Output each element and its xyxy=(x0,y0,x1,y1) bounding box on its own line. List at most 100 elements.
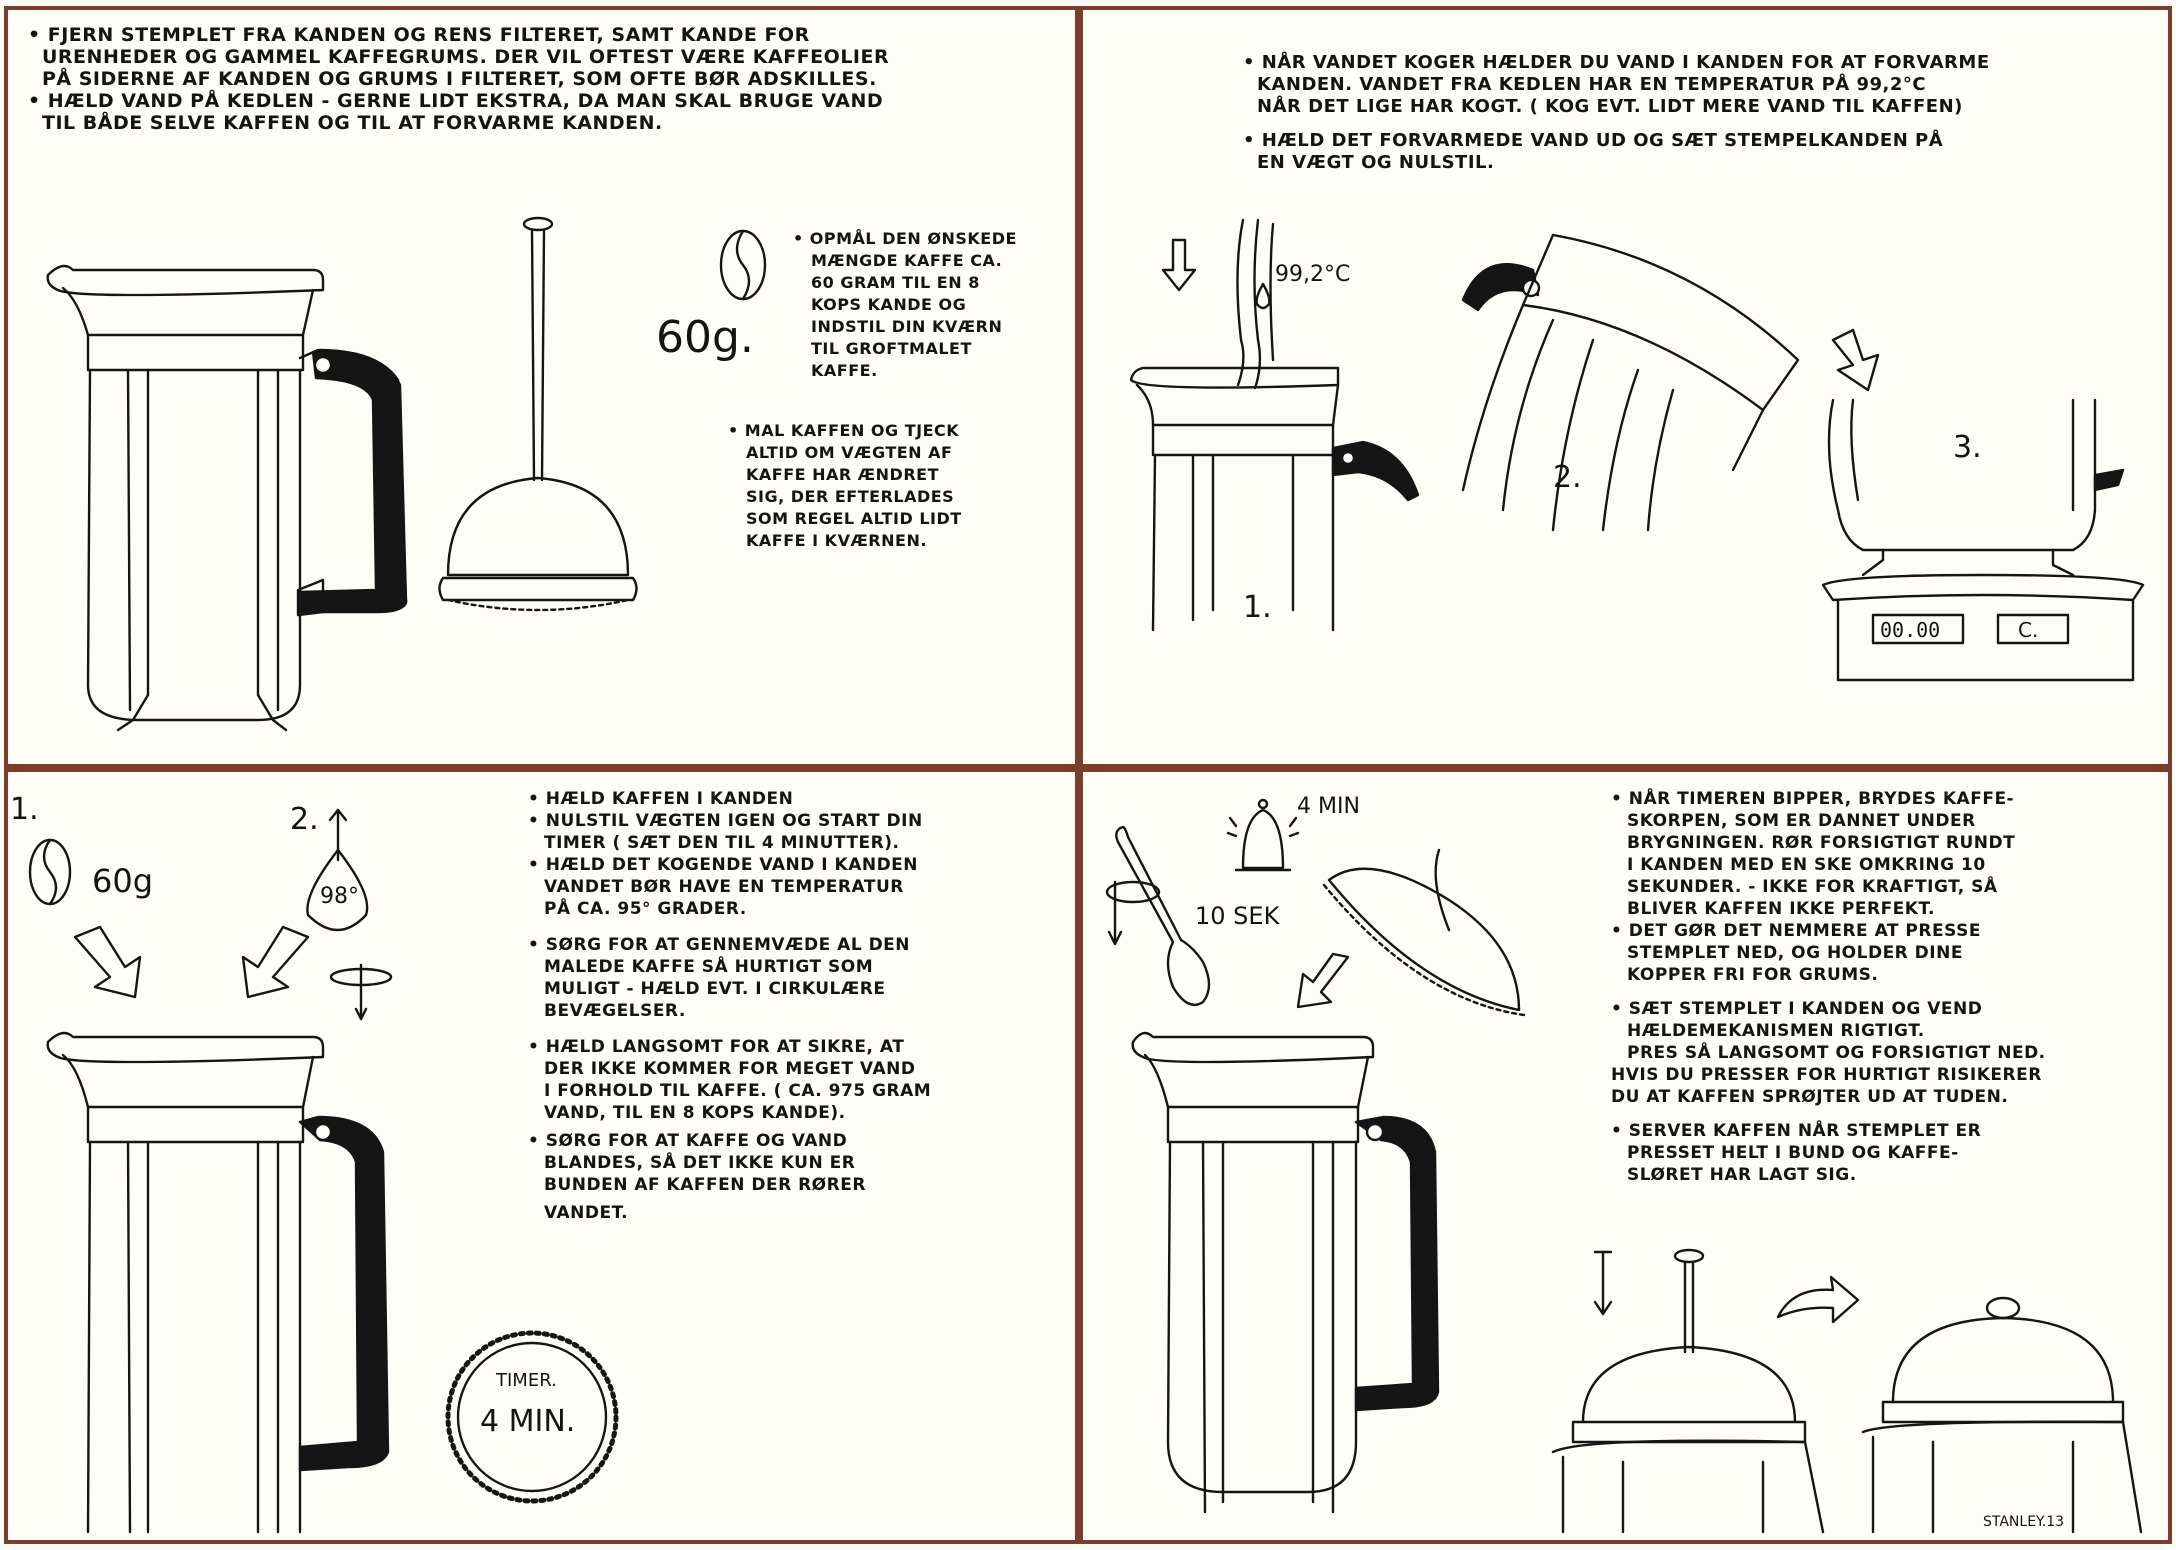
down-arrow-icon xyxy=(73,925,142,999)
circular-motion-icon xyxy=(329,963,393,1021)
text-line xyxy=(1611,986,2046,998)
timer-badge-icon xyxy=(445,1330,619,1504)
text-line: BUNDEN AF KAFFEN DER RØRER xyxy=(544,1175,866,1195)
coffee-bean-icon xyxy=(28,838,72,906)
border-bottom xyxy=(4,1540,2172,1544)
pouring-jug-illustration xyxy=(1461,233,1800,532)
text-line: • DET GØR DET NEMMERE AT PRESSE xyxy=(1611,921,1981,941)
down-arrow-icon xyxy=(241,925,310,999)
text-line: • NÅR VANDET KOGER HÆLDER DU VAND I KAND… xyxy=(1243,52,1990,73)
text-line: SLØRET HAR LAGT SIG. xyxy=(1627,1165,1857,1185)
scale-display-value: 00.00 xyxy=(1880,618,1941,642)
bell-duration: 4 MIN xyxy=(1297,794,1360,819)
panel-1-preparation: • FJERN STEMPLET FRA KANDEN OG RENS FILT… xyxy=(8,10,1075,764)
text-line: KAFFE HAR ÆNDRET xyxy=(746,465,939,484)
text-line: ALTID OM VÆGTEN AF xyxy=(746,443,953,462)
artist-signature: STANLEY.13 xyxy=(1983,1514,2065,1530)
text-line: PÅ SIDERNE AF KANDEN OG GRUMS I FILTERET… xyxy=(42,68,877,90)
text-line: PRESSET HELT I BUND OG KAFFE- xyxy=(1627,1143,1959,1163)
border-left xyxy=(4,6,8,1544)
preheat-jug-illustration xyxy=(1129,218,1420,632)
step-2-label: 2. xyxy=(1553,460,1582,495)
water-drop-icon xyxy=(1255,282,1271,310)
pressing-plunger-illustration xyxy=(1551,1248,1825,1534)
text-line: PÅ CA. 95° GRADER. xyxy=(544,899,747,919)
text-line: KOPPER FRI FOR GRUMS. xyxy=(1627,965,1879,985)
plunger-lid-illustration xyxy=(1322,848,1526,1017)
panel-4-press: 4 MIN 10 SEK xyxy=(1083,772,2168,1540)
stir-duration: 10 SEK xyxy=(1195,902,1280,930)
text-line: SOM REGEL ALTID LIDT xyxy=(746,509,962,528)
boiling-temperature: 99,2°C xyxy=(1275,262,1351,287)
border-top xyxy=(4,6,2172,10)
text-line: URENHEDER OG GAMMEL KAFFEGRUMS. DER VIL … xyxy=(42,46,890,68)
text-line: • NULSTIL VÆGTEN IGEN OG START DIN xyxy=(528,811,923,831)
measure-instructions: • OPMÅL DEN ØNSKEDE MÆNGDE KAFFE CA. 60 … xyxy=(793,228,1017,382)
panel-2-instructions: • NÅR VANDET KOGER HÆLDER DU VAND I KAND… xyxy=(1243,52,1990,174)
text-line: SKORPEN, SOM ER DANNET UNDER xyxy=(1627,811,1976,831)
border-right xyxy=(2168,6,2172,1544)
text-line: HVIS DU PRESSER FOR HURTIGT RISIKERER xyxy=(1611,1065,2042,1085)
down-arrow-icon xyxy=(1296,952,1350,1009)
text-line: • MAL KAFFEN OG TJECK xyxy=(728,421,960,440)
french-press-jug-illustration xyxy=(1131,1031,1440,1514)
text-line: KAFFE. xyxy=(811,361,878,380)
text-line: DU AT KAFFEN SPRØJTER UD AT TUDEN. xyxy=(1611,1087,2009,1107)
border-middle-vertical xyxy=(1075,6,1083,1544)
coffee-grams-label: 60g. xyxy=(656,312,754,363)
text-line: VANDET BØR HAVE EN TEMPERATUR xyxy=(544,877,904,897)
text-line: EN VÆGT OG NULSTIL. xyxy=(1257,152,1495,173)
panel-3-brew: 1. 60g 2. 98° xyxy=(8,772,1075,1540)
panel-1-instructions: • FJERN STEMPLET FRA KANDEN OG RENS FILT… xyxy=(28,24,889,134)
text-line: SIG, DER EFTERLADES xyxy=(746,487,955,506)
text-line: • SØRG FOR AT GENNEMVÆDE AL DEN xyxy=(528,935,911,955)
step-3-label: 3. xyxy=(1953,430,1982,465)
step-1-label: 1. xyxy=(1243,590,1272,625)
plunger-illustration xyxy=(438,216,638,612)
water-temperature: 98° xyxy=(320,884,359,909)
spoon-icon xyxy=(1105,825,1211,1007)
text-line: KAFFE I KVÆRNEN. xyxy=(746,531,927,550)
text-line: 60 GRAM TIL EN 8 xyxy=(811,273,980,292)
panel-3-instructions: • HÆLD KAFFEN I KANDEN • NULSTIL VÆGTEN … xyxy=(528,788,931,1224)
text-line: • HÆLD DET KOGENDE VAND I KANDEN xyxy=(528,855,919,875)
text-line: • SERVER KAFFEN NÅR STEMPLET ER xyxy=(1611,1121,1982,1141)
text-line xyxy=(528,920,931,934)
bell-icon xyxy=(1226,798,1300,872)
text-line xyxy=(1611,1108,2046,1120)
text-line: HÆLDEMEKANISMEN RIGTIGT. xyxy=(1627,1021,1925,1041)
text-line: STEMPLET NED, OG HOLDER DINE xyxy=(1627,943,1963,963)
french-press-jug-illustration xyxy=(46,264,408,732)
step-2-label: 2. xyxy=(290,802,319,837)
panel-4-instructions: • NÅR TIMEREN BIPPER, BRYDES KAFFE- SKOR… xyxy=(1611,788,2046,1186)
timer-value: 4 MIN. xyxy=(480,1404,576,1439)
right-arrow-icon xyxy=(1776,1275,1860,1324)
text-line: PRES SÅ LANGSOMT OG FORSIGTIGT NED. xyxy=(1627,1043,2046,1063)
down-arrow-icon xyxy=(1831,328,1880,392)
text-line: • SÆT STEMPLET I KANDEN OG VEND xyxy=(1611,999,1983,1019)
text-line: INDSTIL DIN KVÆRN xyxy=(811,317,1003,336)
coffee-grams-label: 60g xyxy=(92,862,154,900)
finished-press-illustration xyxy=(1861,1296,2143,1534)
text-line: • NÅR TIMEREN BIPPER, BRYDES KAFFE- xyxy=(1611,789,2015,809)
text-line: • FJERN STEMPLET FRA KANDEN OG RENS FILT… xyxy=(28,24,810,46)
text-line: BLIVER KAFFEN IKKE PERFEKT. xyxy=(1627,899,1935,919)
step-1-label: 1. xyxy=(10,792,39,827)
text-line: TIL BÅDE SELVE KAFFEN OG TIL AT FORVARME… xyxy=(42,112,663,134)
water-drop-icon xyxy=(306,808,369,932)
text-line: BLANDES, SÅ DET IKKE KUN ER xyxy=(544,1153,856,1173)
text-line: MÆNGDE KAFFE CA. xyxy=(811,251,1003,270)
text-line: TIL GROFTMALET xyxy=(811,339,972,358)
text-line: DER IKKE KOMMER FOR MEGET VAND xyxy=(544,1059,916,1079)
text-line: VANDET. xyxy=(544,1203,629,1223)
text-line: KOPS KANDE OG xyxy=(811,295,967,314)
coffee-bean-icon xyxy=(719,229,767,301)
text-line: KANDEN. VANDET FRA KEDLEN HAR EN TEMPERA… xyxy=(1257,74,1927,95)
text-line: BRYGNINGEN. RØR FORSIGTIGT RUNDT xyxy=(1627,833,2016,853)
text-line: • SØRG FOR AT KAFFE OG VAND xyxy=(528,1131,848,1151)
text-line: • HÆLD VAND PÅ KEDLEN - GERNE LIDT EKSTR… xyxy=(28,90,884,112)
text-line: VAND, TIL EN 8 KOPS KANDE). xyxy=(544,1103,846,1123)
timer-label: TIMER. xyxy=(496,1370,557,1391)
jug-on-scale-illustration xyxy=(1821,398,2145,682)
